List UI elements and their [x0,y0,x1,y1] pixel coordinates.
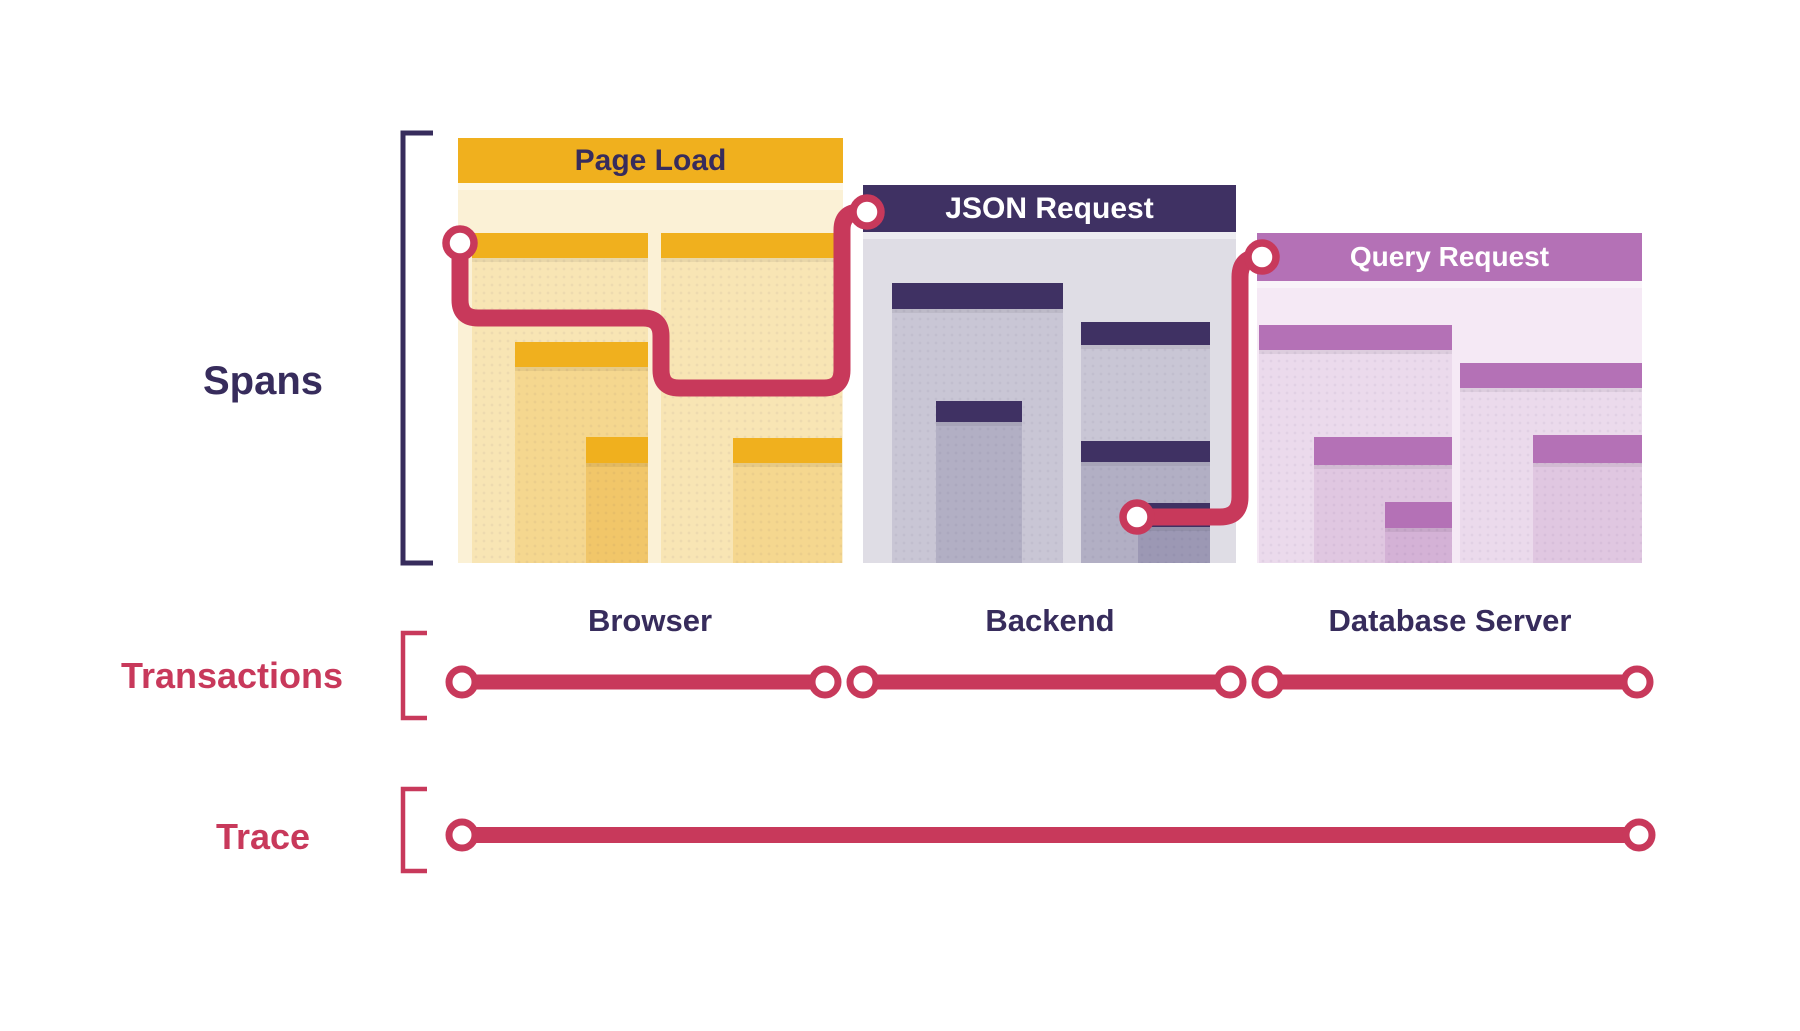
transaction-node [1213,665,1247,699]
span-bar [1314,437,1452,465]
span-block [1533,435,1642,563]
span-bar [1259,325,1452,350]
transaction-node [1251,665,1285,699]
span-bar [472,233,648,258]
environment-label-backend: Backend [985,603,1115,638]
panel-json-request-header: JSON Request [863,185,1236,239]
panel-page-load-title: Page Load [574,143,727,177]
transaction-node [445,665,479,699]
span-bar [1460,363,1642,388]
panel-page-load-header: Page Load [458,138,843,190]
panel-query-request-header: Query Request [1257,233,1642,288]
trace-endpoint-node [1622,818,1656,852]
transaction-node [808,665,842,699]
transactions-bracket [400,630,427,721]
span-bar [1081,441,1210,462]
span-bar [1385,502,1452,528]
panel-json-request: JSON Request [863,185,1236,563]
panel-query-request: Query Request [1257,233,1642,563]
span-bar [892,283,1063,309]
span-bar [515,342,648,367]
environment-label-database-server: Database Server [1328,603,1572,638]
span-block [936,401,1022,563]
panel-page-load: Page Load [458,138,843,563]
trace-endpoint-node [445,818,479,852]
span-bar [1533,435,1642,463]
transaction-node [846,665,880,699]
spans-bracket [400,130,433,566]
span-bar [1081,322,1210,345]
span-bar [586,437,648,463]
span-block [1385,502,1452,563]
environment-label-browser: Browser [587,603,713,638]
spans-label: Spans [202,359,324,403]
span-bar [936,401,1022,422]
transactions-label: Transactions [120,655,344,696]
span-block [1138,503,1210,563]
span-bar [661,233,842,258]
span-bar [733,438,842,463]
span-block [586,437,648,563]
transaction-node [1620,665,1654,699]
span-bar [1138,503,1210,527]
trace-label: Trace [215,816,311,857]
panel-json-request-title: JSON Request [945,191,1154,225]
span-block [733,438,842,563]
panel-query-request-title: Query Request [1349,241,1550,272]
